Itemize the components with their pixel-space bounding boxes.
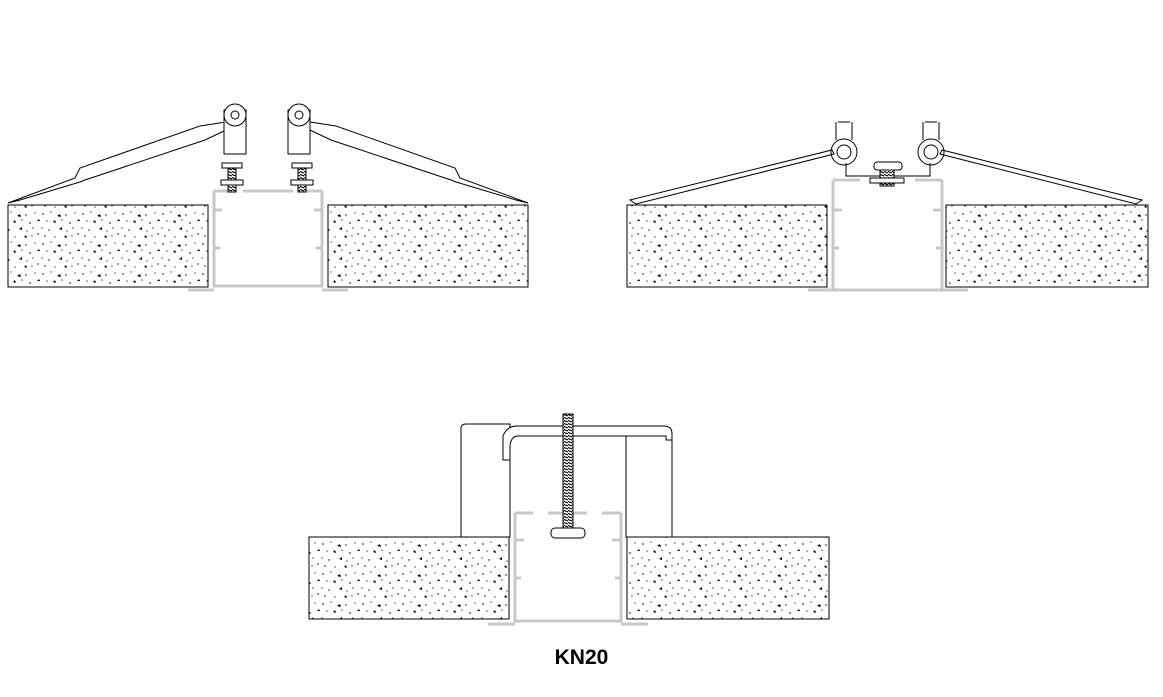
joint-profile [808, 178, 968, 292]
clip-right [917, 121, 945, 166]
substrate-right [945, 204, 1149, 288]
clip-left [830, 121, 858, 166]
drawing-caption: KN20 [554, 646, 609, 669]
detail-kn20 [308, 413, 830, 626]
substrate-left [626, 204, 828, 288]
cover-plate-left [628, 149, 835, 205]
fixing-bolt-right [290, 162, 314, 193]
substrate-right [626, 536, 830, 620]
cover-plate-left [7, 121, 227, 204]
substrate-left [7, 204, 209, 288]
center-bolt [869, 161, 905, 187]
hinge-left [223, 103, 247, 155]
cap-top [502, 425, 673, 461]
joint-profile [188, 189, 348, 292]
hinge-right [287, 103, 311, 155]
cap-left-leg [460, 423, 511, 538]
substrate-left [308, 536, 510, 620]
fixing-bolt-left [220, 162, 244, 193]
joint-profile [488, 511, 648, 626]
detail-hinged-cover [7, 103, 529, 292]
cover-plate-right [939, 149, 1144, 205]
substrate-right [327, 204, 529, 288]
detail-clip-cover [626, 121, 1149, 292]
cover-plate-right [309, 121, 529, 204]
threaded-rod [550, 413, 586, 539]
cap-right-leg [625, 435, 673, 538]
